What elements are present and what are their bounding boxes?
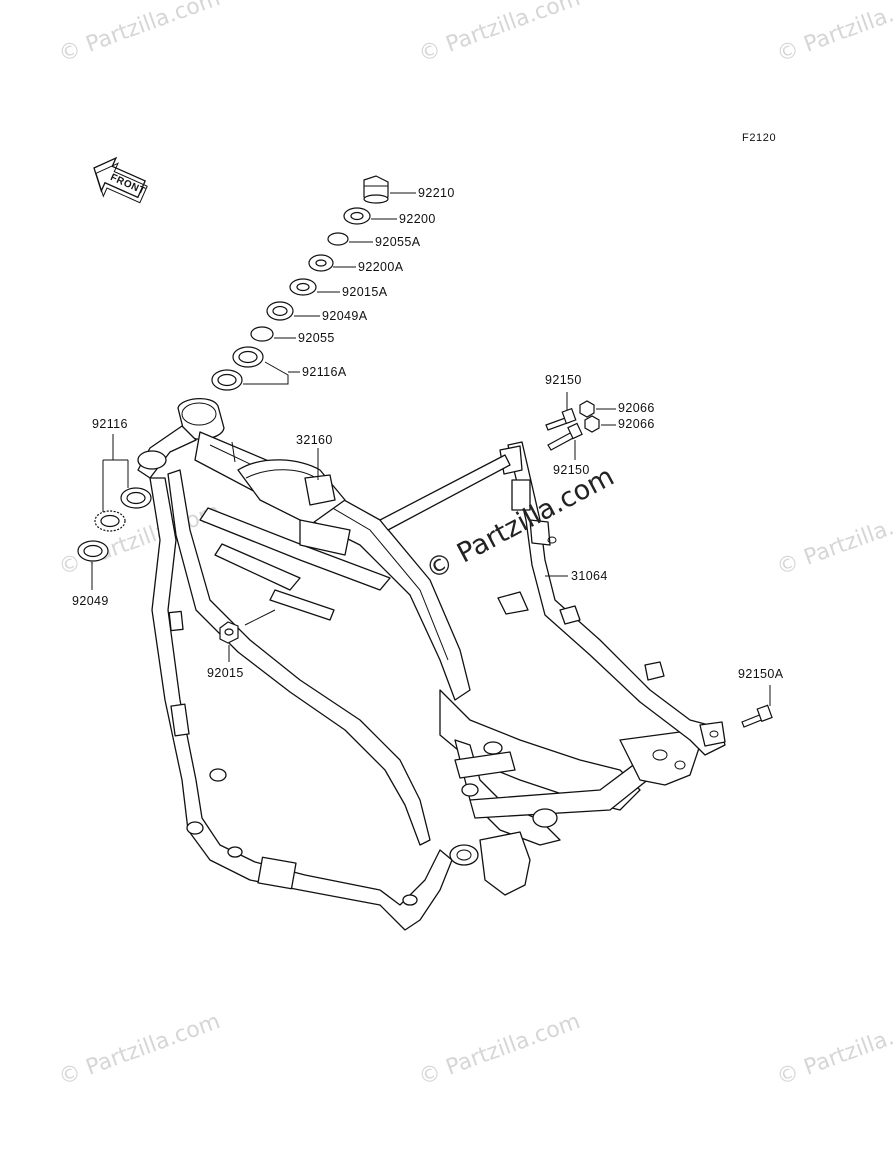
bolt-icon [545,407,577,431]
tapered-bearing-icon [94,510,126,532]
o-ring-icon [250,326,274,342]
bolt-icon [547,422,583,451]
label-92066-a: 92066 [618,401,655,415]
watermark: © Partzilla.com [774,1009,894,1091]
lower-bearing-parts: 92116 92049 [72,417,152,608]
label-92116: 92116 [92,417,128,431]
label-92210: 92210 [418,186,455,200]
watermark: © Partzilla.com [56,0,224,68]
label-92055A: 92055A [375,235,421,249]
watermark: © Partzilla.com [416,0,584,68]
label-92066-b: 92066 [618,417,655,431]
lower-seal-icon [77,540,109,562]
label-92150-top: 92150 [545,373,582,387]
front-arrow-icon: FRONT [93,156,148,204]
label-92015: 92015 [207,666,244,680]
label-92049A: 92049A [322,309,368,323]
label-92200A: 92200A [358,260,404,274]
label-92200: 92200 [399,212,436,226]
bearing-icon [211,346,264,391]
label-92015A: 92015A [342,285,388,299]
nut-icon [579,400,600,433]
watermark: © Partzilla.com [774,0,894,68]
diagram-code: F2120 [742,132,776,144]
label-92150-mid: 92150 [553,463,590,477]
main-frame [137,398,701,931]
steering-stem-parts: 92210 92200 92055A 92200A 92015A 92049A … [211,175,455,391]
label-92055: 92055 [298,331,335,345]
label-92116A: 92116A [302,365,347,379]
label-92049: 92049 [72,594,109,608]
o-ring-icon [327,232,349,246]
bolt-icon [741,704,773,728]
watermark: © Partzilla.com [416,1009,584,1091]
down-tube [379,441,726,756]
watermark: © Partzilla.com [774,499,894,581]
stem-nut-icon [363,175,389,204]
label-32160: 32160 [296,433,333,447]
watermark: © Partzilla.com [56,1009,224,1091]
label-31064: 31064 [571,569,608,583]
frame-nut-icon [219,621,239,644]
label-92150A: 92150A [738,667,784,681]
